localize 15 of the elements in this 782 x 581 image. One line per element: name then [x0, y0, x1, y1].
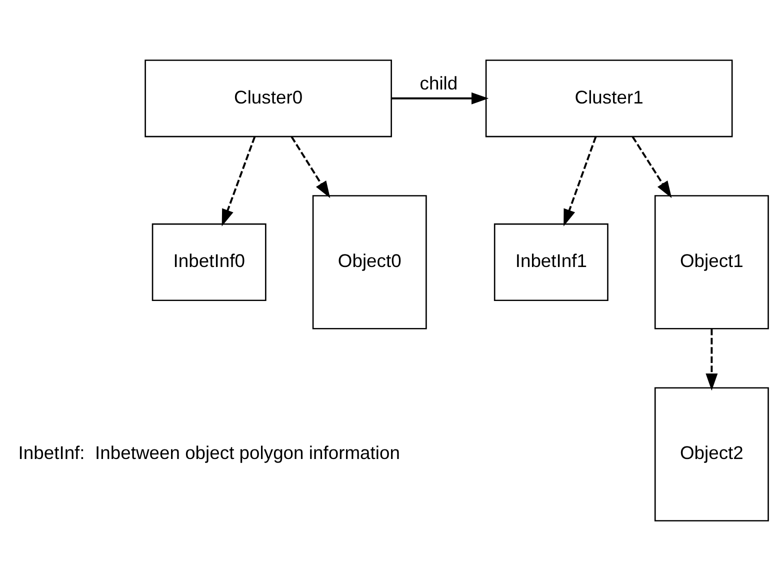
arrow	[564, 136, 597, 226]
node-box: Object2	[654, 387, 769, 522]
arrow	[222, 136, 256, 226]
arrow	[290, 136, 330, 198]
label: InbetInf: Inbetween object polygon information	[18, 442, 400, 464]
edge-label: child	[420, 72, 458, 94]
arrow	[632, 136, 672, 198]
node-box: Cluster1	[485, 60, 733, 138]
node-box: Cluster0	[144, 60, 392, 138]
node-box: Object0	[312, 195, 427, 330]
node-box: InbetInf0	[152, 223, 266, 302]
node-box: Object1	[654, 195, 769, 330]
node-box: InbetInf1	[494, 223, 608, 302]
arrow	[391, 92, 489, 104]
arrow	[706, 328, 718, 391]
